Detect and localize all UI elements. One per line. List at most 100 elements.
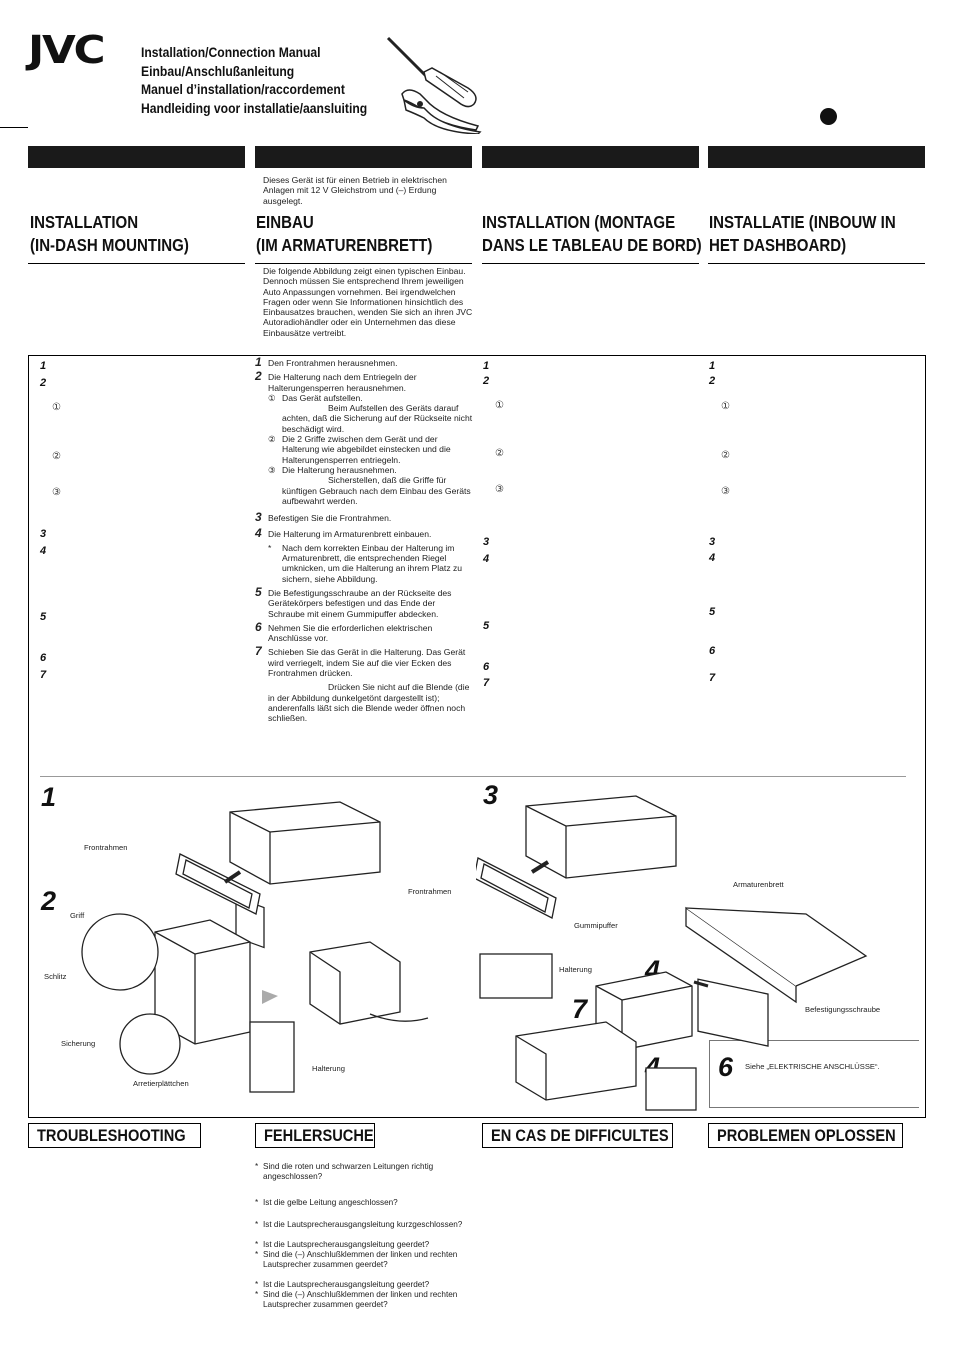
label-halterung-1: Halterung (312, 1064, 345, 1073)
griff-detail-circle (81, 913, 159, 991)
tab-bend-detail-box (645, 1067, 697, 1111)
circled-number: ② (52, 451, 61, 462)
step-note-de-4: *Nach dem korrekten Einbau der Halterung… (268, 542, 463, 584)
step-number: 3 (709, 536, 716, 548)
troubleshooting-heading-de: FEHLERSUCHE (255, 1123, 375, 1148)
label-frontrahmen-2: Frontrahmen (408, 887, 452, 896)
step-de-3: 3 Befestigen Sie die Frontrahmen. (255, 510, 473, 525)
black-dot-marker (820, 108, 837, 125)
screw-icon (693, 980, 709, 988)
step-number: 4 (709, 552, 716, 564)
step-de-5: 5 Die Befestigungsschraube an der Rücksei… (255, 584, 473, 619)
figure-step-3: 3 (483, 780, 499, 810)
step-text: Die Halterung herausnehmen. (282, 464, 397, 475)
circled-number: ① (268, 392, 276, 403)
radio-unit-drawing (525, 795, 677, 879)
step-text: Die Halterung im Armaturenbrett einbauen… (268, 529, 432, 540)
list-item-text: Sind die (–) Anschlußklemmen der linken … (263, 1250, 458, 1269)
step-note: Beim Aufstellen des Geräts darauf achten… (282, 403, 473, 434)
front-frame-drawing (175, 853, 261, 915)
step-number: 1 (709, 360, 716, 372)
arretier-detail-box (249, 1021, 295, 1093)
circled-number: ③ (721, 486, 730, 497)
next-arrow-icon (262, 990, 278, 1004)
heading-text: PROBLEMEN OPLOSSEN (717, 1126, 896, 1145)
step-number: 2 (709, 375, 716, 387)
step-de-6: 6 Nehmen Sie die erforderlichen elektrisc… (255, 619, 473, 644)
list-item: *Sind die (–) Anschlußklemmen der linken… (255, 1290, 458, 1309)
electrical-connections-callout (709, 1040, 919, 1108)
label-gummipuffer: Gummipuffer (574, 921, 618, 930)
heading-text: FEHLERSUCHE (264, 1126, 374, 1145)
step-number: 7 (709, 672, 716, 684)
label-armaturenbrett: Armaturenbrett (733, 880, 784, 889)
intro-power-note-de: Dieses Gerät ist für einen Betrieb in el… (263, 175, 447, 206)
heading-text: TROUBLESHOOTING (37, 1126, 186, 1145)
troubleshooting-list-de: *Sind die roten und schwarzen Leitungen … (255, 1162, 465, 1310)
step-number: 1 (483, 360, 490, 372)
step-number: 6 (709, 645, 716, 657)
step-text: Die Halterung nach dem Entriegeln der Ha… (268, 372, 417, 393)
figure-step-1: 1 (41, 782, 57, 812)
title-rule-nl (708, 263, 925, 264)
step-number: 5 (255, 584, 262, 599)
figure-step-6: 6 (718, 1052, 734, 1082)
step-number: 2 (40, 377, 47, 389)
step-number: 6 (40, 652, 47, 664)
label-schlitz: Schlitz (44, 972, 67, 981)
list-item: *Ist die Lautsprecherausgangsleitung kur… (255, 1220, 463, 1229)
list-item: *Ist die Lautsprecherausgangsleitung gee… (255, 1240, 430, 1249)
intro-installation-note-de: Die folgende Abbildung zeigt einen typis… (263, 266, 473, 338)
circled-number: ① (495, 400, 504, 411)
step-number: 6 (255, 619, 262, 634)
label-arretierplaettchen: Arretierplättchen (133, 1079, 189, 1088)
title-rule-en (28, 263, 245, 264)
step-number: 4 (483, 553, 490, 565)
radio-unit-lower-drawing (515, 1021, 637, 1101)
list-item-text: Sind die (–) Anschlußklemmen der linken … (263, 1290, 458, 1309)
pliers-icon (401, 89, 482, 134)
troubleshooting-heading-fr: EN CAS DE DIFFICULTES (482, 1123, 673, 1148)
circled-number: ② (268, 434, 276, 445)
label-befestigungsschraube: Befestigungsschraube (805, 1005, 881, 1014)
title-rule-de (255, 263, 472, 264)
circled-number: ③ (268, 464, 276, 475)
jvc-logo: JVC (28, 28, 106, 72)
front-frame-drawing (476, 857, 557, 919)
circled-number: ③ (52, 487, 61, 498)
troubleshooting-heading-en: TROUBLESHOOTING (28, 1123, 201, 1148)
list-item-text: Sind die roten und schwarzen Leitungen r… (263, 1162, 434, 1181)
step-number: 5 (709, 606, 716, 618)
title-de: Einbau/Anschlußanleitung (141, 63, 295, 79)
list-item-text: Ist die Lautsprecherausgangsleitung kurz… (263, 1220, 463, 1229)
step-text: Den Frontrahmen herausnehmen. (268, 358, 398, 368)
arrow-icon (530, 860, 550, 874)
step-text: Nehmen Sie die erforderlichen elektrisch… (268, 622, 433, 644)
section-title-nl: INSTALLATIE (INBOUW IN HET DASHBOARD) (709, 212, 896, 255)
heading-text: EN CAS DE DIFFICULTES (491, 1126, 669, 1145)
step-text: Befestigen Sie die Frontrahmen. (268, 513, 392, 524)
step-note: Drücken Sie nicht auf die Blende (die in… (268, 682, 470, 724)
label-halterung-2: Halterung (559, 965, 592, 974)
manual-titles: Installation/Connection Manual Einbau/An… (141, 44, 367, 118)
step-text: Das Gerät aufstellen. (282, 392, 363, 403)
list-item-text: Ist die Lautsprecherausgangsleitung geer… (263, 1280, 430, 1289)
step-note: Nach dem korrekten Einbau der Halterung … (282, 542, 463, 584)
column-bar-nl (708, 146, 925, 168)
removal-illustration (81, 801, 429, 1093)
step-text: Die Befestigungsschraube an der Rückseit… (268, 587, 452, 619)
mounting-illustration (476, 795, 868, 1111)
section-title-en: INSTALLATION (IN-DASH MOUNTING) (30, 212, 189, 255)
figure-step-7: 7 (572, 994, 588, 1024)
sicherung-detail-circle (119, 1013, 181, 1075)
step-number: 3 (255, 510, 262, 525)
list-item: *Ist die gelbe Leitung angeschlossen? (255, 1198, 398, 1207)
step-number: 7 (483, 677, 490, 689)
arrow-icon (223, 870, 242, 884)
section-title-de: EINBAU (IM ARMATURENBRETT) (256, 212, 433, 255)
